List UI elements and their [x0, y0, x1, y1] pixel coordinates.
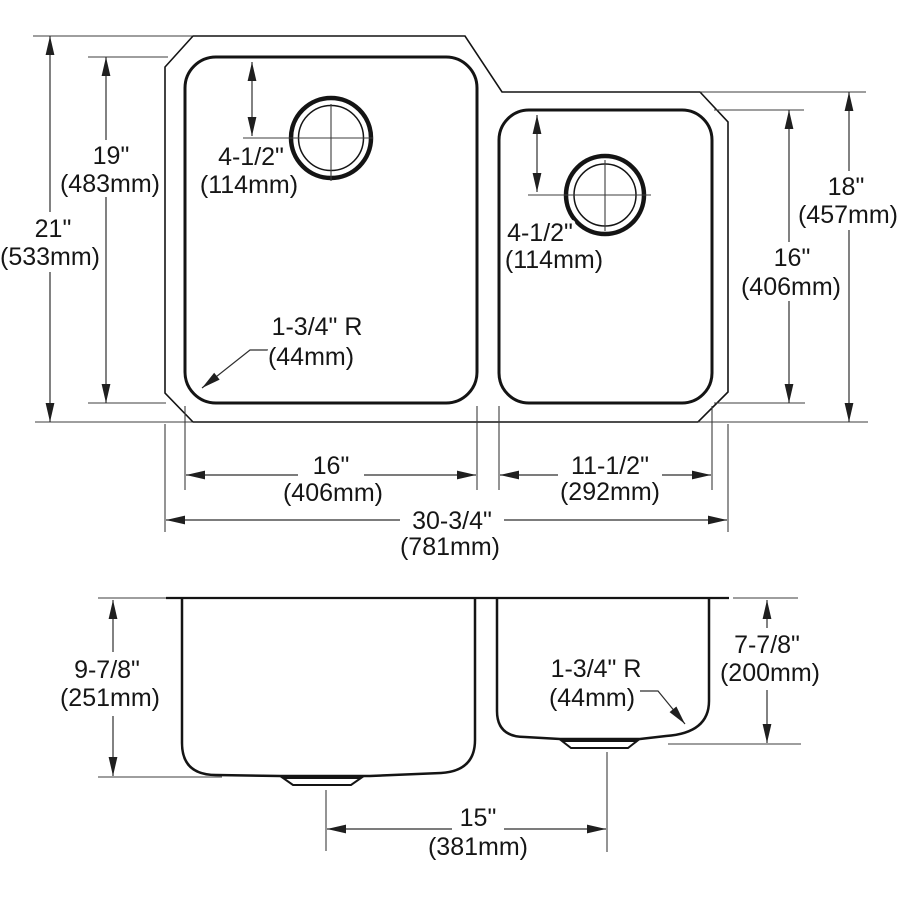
dim-right-drain-offset: 4-1/2" (114mm)	[501, 115, 607, 278]
dim-label-metric: (533mm)	[0, 243, 100, 271]
dim-label-metric: (251mm)	[60, 684, 160, 712]
callout-corner-radius-top: 1-3/4" R (44mm)	[201, 310, 366, 389]
dim-label-metric: (781mm)	[400, 533, 500, 561]
dim-label: 4-1/2"	[507, 219, 573, 247]
dim-label: 16"	[313, 452, 350, 480]
dim-right-bowl-width: 11-1/2" (292mm)	[498, 406, 713, 510]
dim-label-metric: (406mm)	[741, 273, 841, 301]
radius-label: 1-3/4" R	[272, 313, 363, 341]
dim-label-metric: (483mm)	[60, 170, 160, 198]
radius-label-metric: (44mm)	[268, 343, 354, 371]
dim-label-metric: (114mm)	[505, 246, 603, 274]
dim-label: 7-7/8"	[734, 631, 800, 659]
sink-outer-rim	[164, 35, 729, 423]
dim-label: 9-7/8"	[74, 656, 140, 684]
dim-left-bowl-depth: 9-7/8" (251mm)	[56, 597, 222, 778]
dim-label-metric: (457mm)	[798, 201, 898, 229]
dim-left-drain-offset: 4-1/2" (114mm)	[196, 62, 302, 203]
left-bowl-profile	[180, 598, 477, 778]
dim-label: 18"	[828, 173, 865, 201]
left-bowl	[183, 55, 479, 405]
left-drain	[243, 95, 374, 181]
callout-corner-radius-side: 1-3/4" R (44mm)	[545, 652, 686, 725]
dim-label-metric: (114mm)	[200, 171, 298, 199]
radius-label-metric: (44mm)	[549, 684, 635, 712]
dim-label-metric: (381mm)	[428, 833, 528, 861]
dim-left-bowl-height: 19" (483mm)	[56, 56, 168, 404]
dim-label: 4-1/2"	[218, 143, 284, 171]
dim-label: 19"	[93, 142, 130, 170]
right-drain	[528, 153, 651, 237]
dim-right-bowl-height: 16" (406mm)	[714, 109, 845, 404]
dim-overall-height: 21" (533mm)	[0, 35, 192, 423]
dim-label: 15"	[460, 804, 497, 832]
dim-left-bowl-width: 16" (406mm)	[184, 406, 478, 511]
right-drain-profile	[559, 740, 640, 749]
left-drain-profile	[279, 777, 365, 786]
dim-right-outer-height: 18" (457mm)	[698, 91, 900, 423]
dim-right-bowl-depth: 7-7/8" (200mm)	[668, 597, 824, 745]
dim-label-metric: (292mm)	[560, 478, 660, 506]
dim-overall-width: 30-3/4" (781mm)	[164, 424, 729, 565]
dim-label-metric: (406mm)	[283, 479, 383, 507]
side-view: 9-7/8" (251mm) 7-7/8" (200mm) 1-3/4" R (…	[56, 596, 824, 865]
radius-label: 1-3/4" R	[551, 655, 642, 683]
dim-label-metric: (200mm)	[720, 659, 820, 687]
dim-drain-spacing: 15" (381mm)	[325, 752, 608, 865]
dim-label: 11-1/2"	[571, 452, 649, 480]
top-view: 21" (533mm) 19" (483mm) 4-1/2" (114mm) 4…	[0, 35, 900, 565]
dim-label: 16"	[774, 244, 811, 272]
right-bowl	[497, 108, 714, 405]
dim-label: 21"	[35, 215, 72, 243]
right-bowl-profile	[495, 598, 711, 741]
dim-label: 30-3/4"	[412, 507, 492, 535]
